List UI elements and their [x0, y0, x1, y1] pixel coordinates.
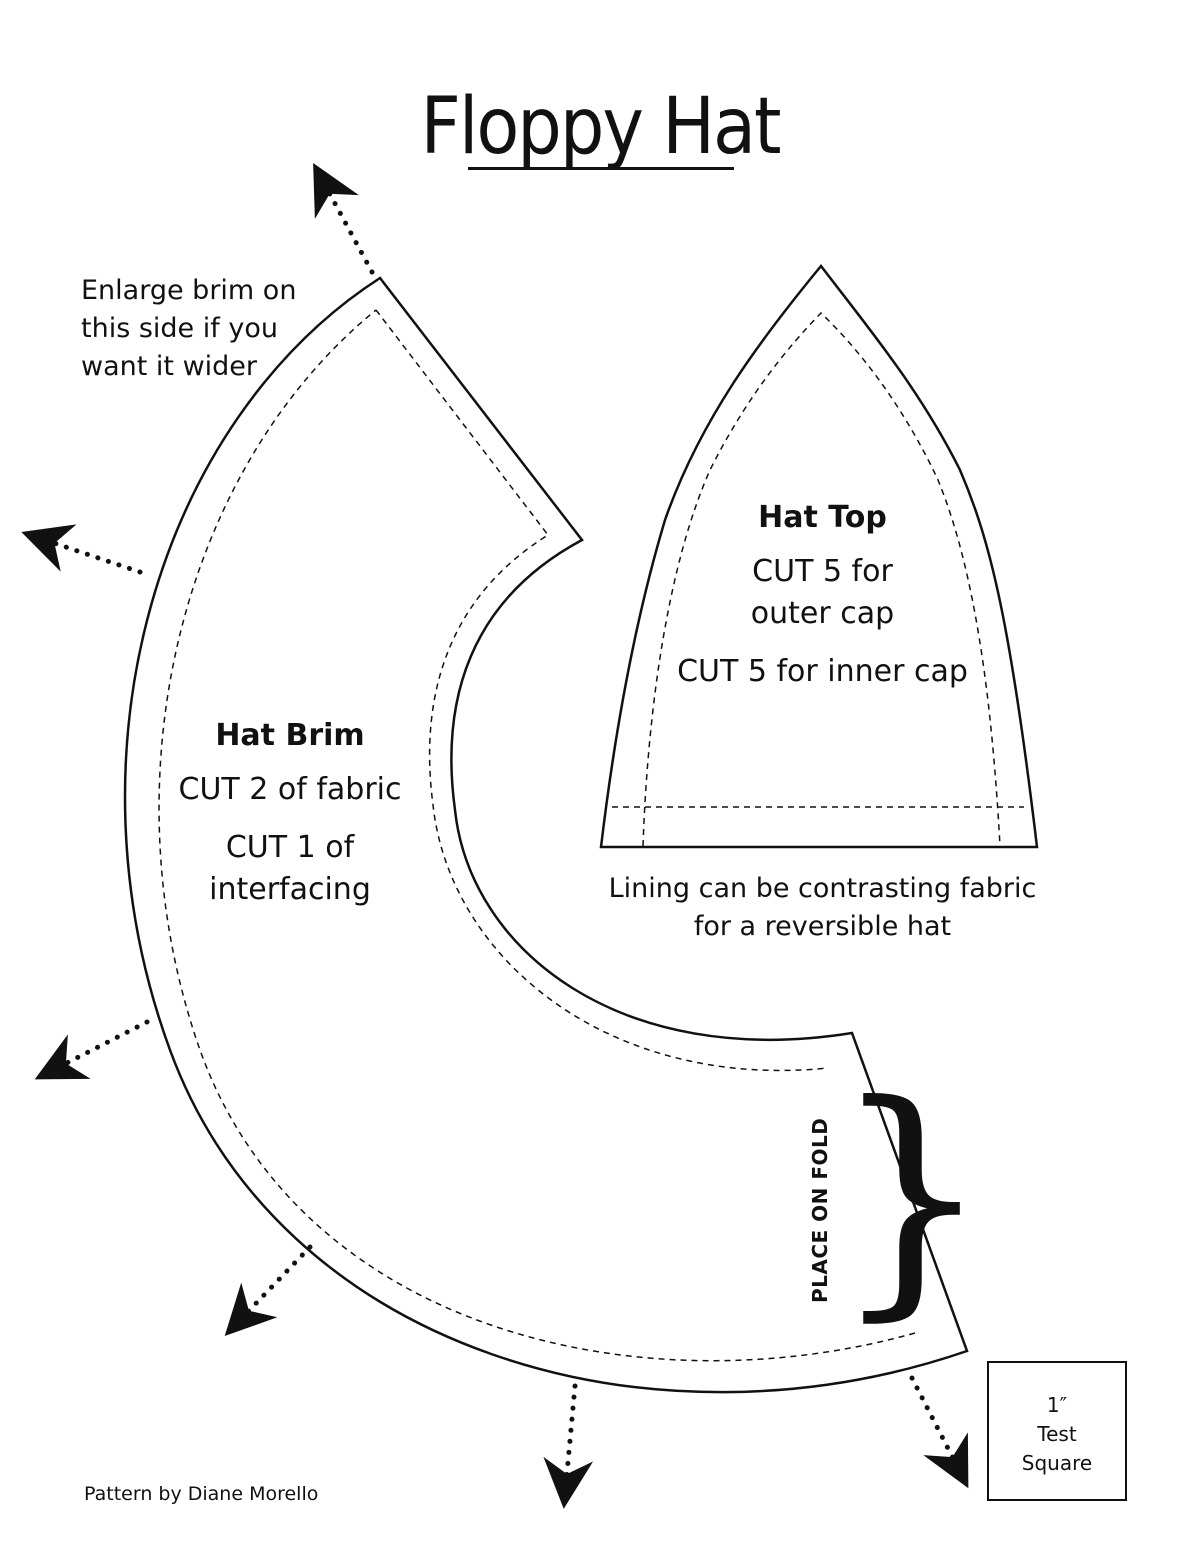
arrow-lower-left	[34, 1019, 150, 1080]
test-square-word-2: Square	[1021, 1451, 1093, 1475]
arrow-bottom-left	[224, 1244, 313, 1337]
test-square-size: 1″	[1046, 1393, 1068, 1417]
test-square	[987, 1361, 1127, 1501]
hat-brim-seam-line	[158, 309, 916, 1362]
arrow-bottom	[543, 1383, 594, 1509]
hat-top-label: Hat Top CUT 5 for outer cap CUT 5 for in…	[650, 500, 995, 693]
brim-cut-fabric: CUT 2 of fabric	[178, 772, 402, 807]
arrow-bottom-right	[909, 1375, 969, 1489]
lining-note: Lining can be contrasting fabric for a r…	[600, 870, 1045, 946]
brim-cut-interfacing-1: CUT 1 of	[225, 830, 355, 865]
test-square-label: 1″ Test Square	[987, 1391, 1127, 1478]
place-on-fold-label: PLACE ON FOLD	[808, 1117, 832, 1303]
arrow-top	[313, 163, 375, 275]
title-underline	[468, 167, 734, 170]
hat-top-heading: Hat Top	[758, 500, 887, 535]
brim-cut-interfacing-2: interfacing	[209, 872, 371, 907]
hat-top-outline	[599, 263, 1039, 849]
top-cut-inner: CUT 5 for inner cap	[677, 654, 968, 689]
lining-note-line-2: for a reversible hat	[693, 911, 952, 942]
top-cut-outer-1: CUT 5 for	[752, 554, 893, 589]
enlarge-brim-note: Enlarge brim on this side if you want it…	[81, 272, 296, 386]
pattern-credit: Pattern by Diane Morello	[84, 1483, 319, 1505]
test-square-word-1: Test	[1037, 1422, 1077, 1446]
enlarge-note-line-2: this side if you	[81, 313, 278, 344]
page-title: Floppy Hat	[420, 82, 782, 172]
enlarge-note-line-3: want it wider	[81, 351, 258, 382]
lining-note-line-1: Lining can be contrasting fabric	[608, 873, 1037, 904]
hat-brim-label: Hat Brim CUT 2 of fabric CUT 1 of interf…	[140, 718, 440, 911]
arrow-upper-left	[21, 524, 143, 575]
hat-brim-outline	[123, 276, 969, 1394]
hat-top-seam-line	[642, 311, 1001, 847]
fold-brace: }	[832, 1051, 992, 1342]
top-cut-outer-2: outer cap	[750, 596, 895, 631]
enlarge-note-line-1: Enlarge brim on	[81, 275, 297, 306]
hat-brim-heading: Hat Brim	[215, 718, 365, 753]
